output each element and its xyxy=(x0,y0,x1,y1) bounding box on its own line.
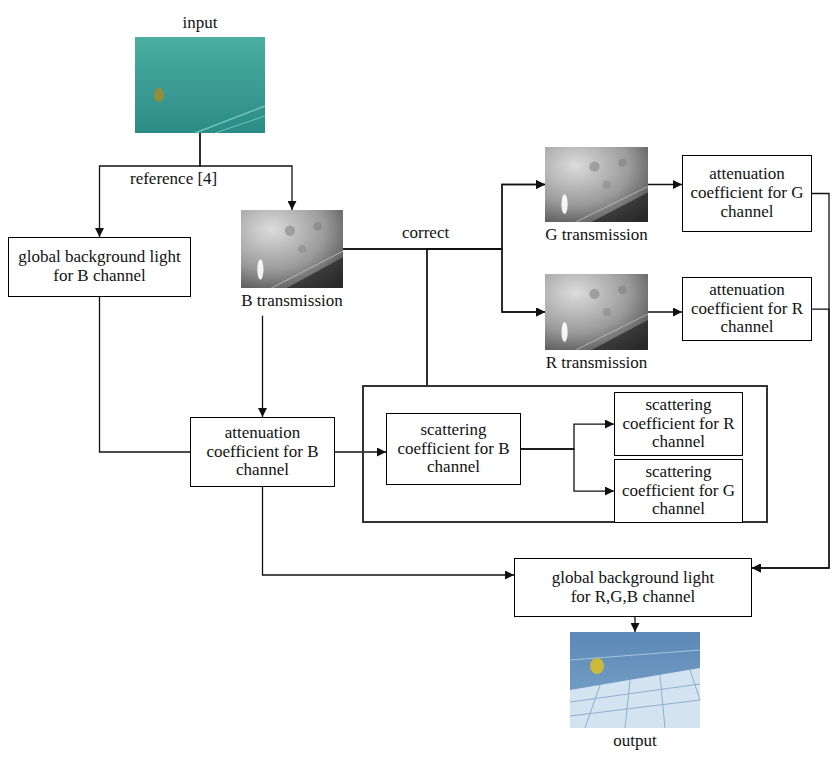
group-box: scattering coefficient for B channel scat… xyxy=(362,385,768,523)
flow-label: correct xyxy=(400,224,451,243)
box-label: global background light for B channel xyxy=(15,248,184,285)
flow-arrow xyxy=(100,297,191,452)
image-area xyxy=(135,37,265,133)
r-transmission-image xyxy=(545,274,648,350)
box-label: scattering coefficient for B channel xyxy=(391,421,516,477)
image-caption: R transmission xyxy=(546,354,648,373)
image-node: input xyxy=(135,14,265,133)
flow-arrow xyxy=(263,487,515,575)
output-image xyxy=(570,632,700,728)
flow-arrow xyxy=(343,249,545,312)
image-area xyxy=(241,210,343,288)
image-area xyxy=(570,632,700,728)
process-box: scattering coefficient for R channel xyxy=(614,392,743,456)
flow-arrow xyxy=(335,451,386,452)
process-box: attenuation coefficient for G channel xyxy=(682,155,812,232)
image-node: R transmission xyxy=(545,274,648,373)
flow-arrow xyxy=(648,311,682,312)
image-area xyxy=(545,147,648,222)
image-area xyxy=(545,274,648,350)
b-transmission-image xyxy=(241,210,343,288)
image-caption: output xyxy=(613,732,656,751)
flow-arrow xyxy=(752,194,829,569)
image-caption: B transmission xyxy=(241,292,343,311)
box-label: attenuation coefficient for B channel xyxy=(196,424,329,480)
image-node: B transmission xyxy=(241,210,343,311)
label-holder: reference [4] xyxy=(128,170,219,189)
flow-arrow xyxy=(648,184,682,185)
process-box: scattering coefficient for B channel xyxy=(386,413,521,485)
flow-arrow xyxy=(521,449,614,491)
input-image xyxy=(135,37,265,133)
g-transmission-image xyxy=(545,147,648,222)
process-box: attenuation coefficient for B channel xyxy=(190,417,335,487)
process-box: scattering coefficient for G channel xyxy=(614,459,743,523)
flow-arrow xyxy=(634,617,635,632)
flow-arrow xyxy=(752,309,829,568)
process-box: attenuation coefficient for R channel xyxy=(682,277,812,341)
process-box: global background light for B channel xyxy=(8,237,191,297)
box-label: global background light for R,G,B channe… xyxy=(541,569,725,606)
box-label: attenuation coefficient for R channel xyxy=(687,281,807,337)
flow-arrow xyxy=(343,185,545,250)
image-node: output xyxy=(570,632,700,751)
box-label: scattering coefficient for G channel xyxy=(618,463,739,519)
flow-arrow xyxy=(427,185,545,386)
flow-arrow xyxy=(521,424,614,449)
flow-arrow xyxy=(427,249,545,385)
image-caption: G transmission xyxy=(545,226,647,245)
flow-arrow xyxy=(262,316,263,417)
image-node: G transmission xyxy=(545,147,648,245)
flow-label: reference [4] xyxy=(128,170,219,189)
box-label: scattering coefficient for R channel xyxy=(618,396,739,452)
box-label: attenuation coefficient for G channel xyxy=(687,165,807,221)
label-holder: correct xyxy=(400,224,451,243)
image-caption: input xyxy=(183,14,218,33)
process-box: global background light for R,G,B channe… xyxy=(514,558,752,617)
